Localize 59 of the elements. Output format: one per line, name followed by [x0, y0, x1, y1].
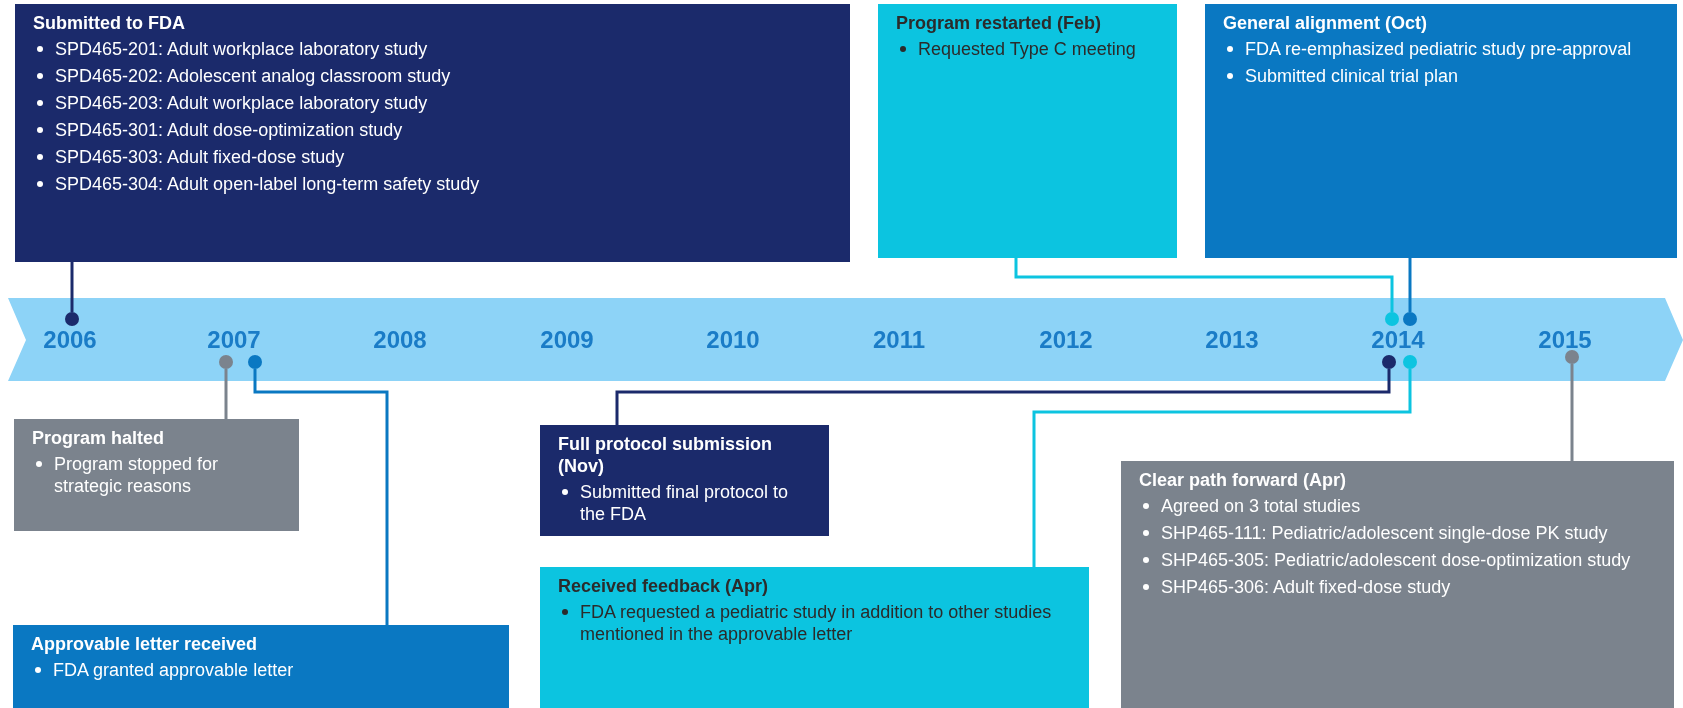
event-heading: Approvable letter received	[31, 633, 259, 655]
timeline-dot	[1403, 312, 1417, 326]
leader-line	[1408, 258, 1412, 312]
year-label: 2009	[540, 326, 594, 354]
timeline-dot	[219, 355, 233, 369]
leader-line	[1570, 364, 1574, 461]
year-label: 2015	[1538, 326, 1592, 354]
event-heading: Submitted to FDA	[33, 12, 186, 34]
event-heading: Program restarted (Feb)	[896, 12, 1103, 34]
event-box	[878, 4, 1177, 258]
bullet-item: Agreed on 3 total studies	[1139, 495, 1658, 517]
event-box	[1205, 4, 1677, 258]
timeline-dot	[1565, 350, 1579, 364]
year-label: 2011	[872, 326, 926, 354]
bullet-item: Requested Type C meeting	[896, 38, 1161, 60]
event-box	[540, 425, 829, 536]
leader-line	[253, 369, 389, 625]
year-label: 2010	[706, 326, 760, 354]
bullet-item: SPD465-301: Adult dose-optimization study	[33, 119, 834, 141]
leader-line	[70, 262, 74, 312]
bullet-item: FDA requested a pediatric study in addition to other studies mentioned in the approvable letter	[558, 601, 1073, 645]
leader-line	[615, 369, 1391, 425]
year-label: 2008	[373, 326, 427, 354]
year-label: 2006	[43, 326, 97, 354]
event-heading: Program halted	[32, 427, 166, 449]
year-label: 2012	[1039, 326, 1093, 354]
event-heading: General alignment (Oct)	[1223, 12, 1429, 34]
bullet-item: FDA granted approvable letter	[31, 659, 493, 681]
year-label: 2013	[1205, 326, 1259, 354]
bullet-item: SHP465-111: Pediatric/adolescent single-dose PK study	[1139, 522, 1658, 544]
leader-line	[224, 369, 228, 419]
leader-line	[1014, 258, 1394, 312]
year-label: 2007	[207, 326, 261, 354]
event-heading: Clear path forward (Apr)	[1139, 469, 1348, 491]
timeline-dot	[65, 312, 79, 326]
bullet-item: SPD465-303: Adult fixed-dose study	[33, 146, 834, 168]
timeline-dot	[248, 355, 262, 369]
bullet-item: SPD465-201: Adult workplace laboratory study	[33, 38, 834, 60]
year-label: 2014	[1371, 326, 1425, 354]
bullet-item: SHP465-305: Pediatric/adolescent dose-optimization study	[1139, 549, 1658, 571]
bullet-item: SHP465-306: Adult fixed-dose study	[1139, 576, 1658, 598]
event-box	[540, 567, 1089, 708]
event-box	[14, 419, 299, 531]
bullet-item: Program stopped for strategic reasons	[32, 453, 283, 497]
timeline-dot	[1382, 355, 1396, 369]
bullet-item: Submitted final protocol to the FDA	[558, 481, 813, 525]
event-box	[15, 4, 850, 262]
timeline-dot	[1385, 312, 1399, 326]
bullet-item: FDA re-emphasized pediatric study pre-approval	[1223, 38, 1661, 60]
bullet-item: Submitted clinical trial plan	[1223, 65, 1661, 87]
event-heading: Received feedback (Apr)	[558, 575, 770, 597]
leader-line	[1032, 369, 1412, 567]
bullet-item: SPD465-202: Adolescent analog classroom study	[33, 65, 834, 87]
bullet-item: SPD465-304: Adult open-label long-term safety study	[33, 173, 834, 195]
event-box	[13, 625, 509, 708]
event-box	[1121, 461, 1674, 708]
timeline-dot	[1403, 355, 1417, 369]
event-heading: Full protocol submission (Nov)	[558, 433, 773, 477]
bullet-item: SPD465-203: Adult workplace laboratory study	[33, 92, 834, 114]
